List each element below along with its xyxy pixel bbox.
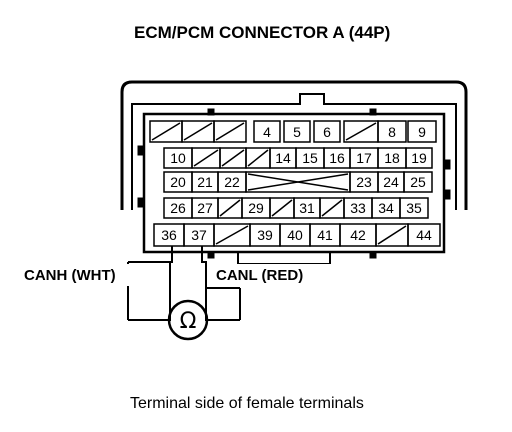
- canl-label: CANL (RED): [216, 267, 303, 284]
- diagram-title: ECM/PCM CONNECTOR A (44P): [134, 23, 390, 42]
- pin-18-label: 18: [384, 150, 400, 166]
- pin-35-label: 35: [406, 200, 422, 216]
- pin-33-label: 33: [350, 200, 366, 216]
- pin-4-label: 4: [263, 124, 271, 140]
- pin-36-label: 36: [161, 227, 177, 243]
- pin-29-label: 29: [248, 200, 264, 216]
- pin-40-label: 40: [287, 227, 303, 243]
- pin-42-label: 42: [350, 227, 366, 243]
- pin-31-label: 31: [299, 200, 315, 216]
- pin-27-label: 27: [197, 200, 213, 216]
- pin-39-label: 39: [257, 227, 273, 243]
- pin-23-label: 23: [356, 174, 372, 190]
- pin-24-label: 24: [383, 174, 399, 190]
- pin-26-label: 26: [170, 200, 186, 216]
- pin-10-label: 10: [170, 150, 186, 166]
- terminal-cavity-grid: [149, 120, 441, 247]
- pin-44-label: 44: [416, 227, 432, 243]
- pin-34-label: 34: [378, 200, 394, 216]
- connector-housing: [120, 80, 468, 265]
- canh-label: CANH (WHT): [24, 267, 116, 284]
- pin-16-label: 16: [329, 150, 345, 166]
- pin-22-label: 22: [224, 174, 240, 190]
- pin-8-label: 8: [388, 124, 396, 140]
- pin-41-label: 41: [317, 227, 333, 243]
- ohmmeter: Ω: [127, 261, 241, 341]
- pin-21-label: 21: [197, 174, 213, 190]
- pin-6-label: 6: [323, 124, 331, 140]
- pin-17-label: 17: [356, 150, 372, 166]
- pin-9-label: 9: [418, 124, 426, 140]
- pin-number-labels: 4 5 6 8 9 10 14 15 16 17 18 19 20 21 22 …: [161, 124, 432, 243]
- pin-15-label: 15: [302, 150, 318, 166]
- pin-20-label: 20: [170, 174, 186, 190]
- pin-25-label: 25: [410, 174, 426, 190]
- pin-14-label: 14: [275, 150, 291, 166]
- pin-37-label: 37: [191, 227, 207, 243]
- pin-19-label: 19: [411, 150, 427, 166]
- ohm-symbol: Ω: [180, 309, 197, 334]
- diagram-caption: Terminal side of female terminals: [130, 395, 364, 412]
- pin-5-label: 5: [293, 124, 301, 140]
